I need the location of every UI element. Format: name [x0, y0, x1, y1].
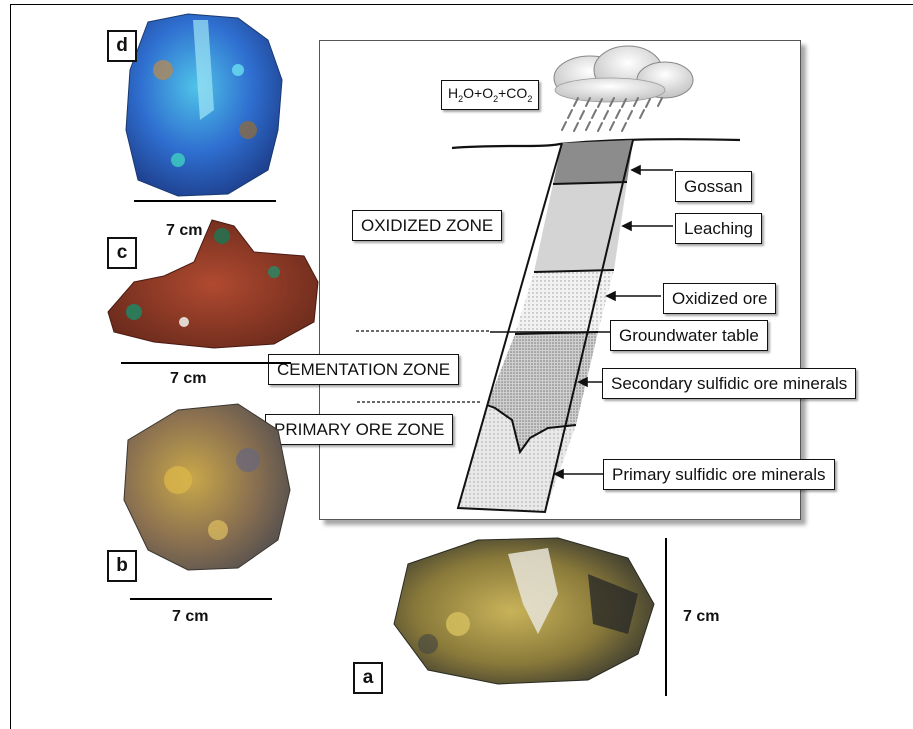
- oxidized-zone-label: OXIDIZED ZONE: [352, 210, 502, 241]
- gossan-label: Gossan: [675, 171, 752, 202]
- chemical-formula-label: H2O+O2+CO2: [441, 80, 539, 110]
- rain-icon: [562, 98, 662, 131]
- specimen-a-letter: a: [353, 662, 383, 694]
- groundwater-table-label: Groundwater table: [610, 320, 768, 351]
- gossan-zone: [553, 140, 633, 184]
- specimen-b-letter: b: [107, 550, 137, 582]
- specimen-d-scale-bar: [134, 200, 276, 202]
- formula-o: O+O: [463, 85, 493, 101]
- primary-ore-zone-label: PRIMARY ORE ZONE: [265, 414, 453, 445]
- primary-sulfidic-label: Primary sulfidic ore minerals: [603, 459, 835, 490]
- formula-sub-3: 2: [527, 94, 532, 104]
- specimen-b-scale-bar: [130, 598, 272, 600]
- oxidized-ore-label: Oxidized ore: [663, 283, 776, 314]
- specimen-b-scale-label: 7 cm: [172, 608, 208, 626]
- leaching-label: Leaching: [675, 213, 762, 244]
- formula-h: H: [448, 85, 458, 101]
- specimen-c-letter: c: [107, 237, 137, 269]
- formula-co: +CO: [498, 85, 527, 101]
- specimen-b-rock-image: [118, 400, 293, 575]
- cloud-icon: [554, 46, 693, 102]
- specimen-d-rock-image: [118, 10, 288, 200]
- specimen-a-scale-label: 7 cm: [683, 608, 719, 626]
- specimen-c-rock-image: [104, 212, 322, 352]
- specimen-d-letter: d: [107, 30, 137, 62]
- specimen-a-scale-bar: [665, 538, 667, 696]
- specimen-c-scale-label: 7 cm: [170, 370, 206, 388]
- specimen-c-scale-bar: [121, 362, 291, 364]
- secondary-sulfidic-label: Secondary sulfidic ore minerals: [602, 368, 856, 399]
- cementation-zone-label: CEMENTATION ZONE: [268, 354, 459, 385]
- specimen-a-rock-image: [388, 534, 658, 690]
